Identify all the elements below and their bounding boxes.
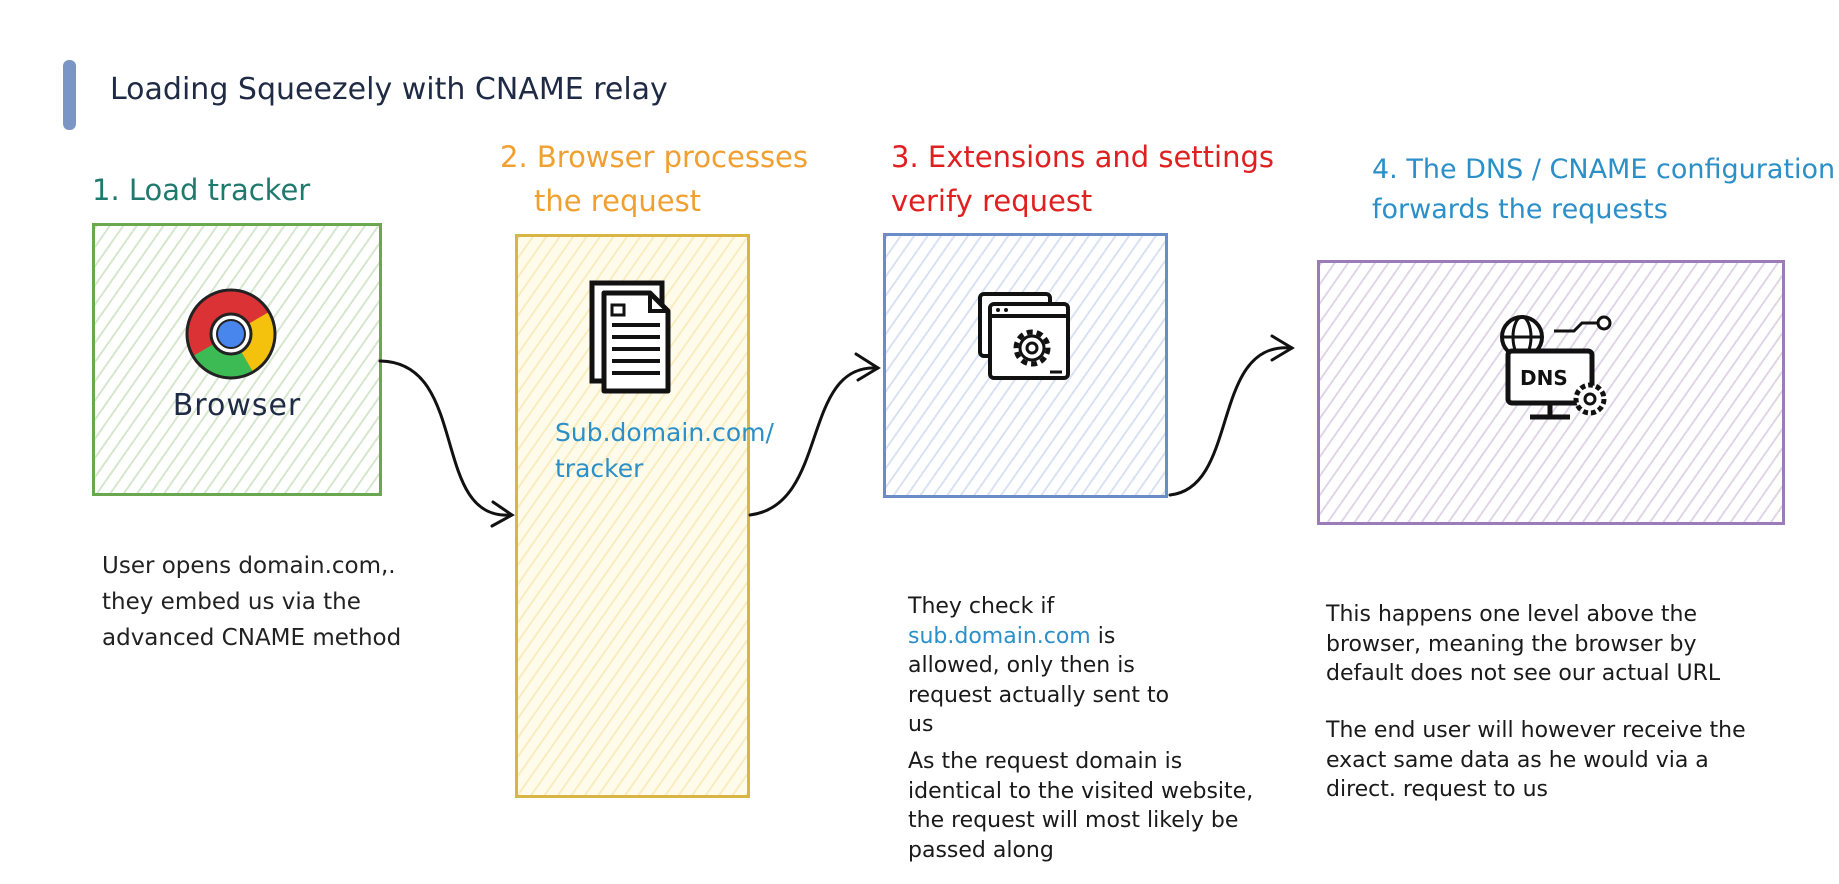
- step-1-note-line1: User opens domain.com,.: [102, 553, 396, 579]
- step-3-heading-line1: 3. Extensions and settings: [891, 140, 1275, 174]
- arrow-3: [1168, 346, 1294, 497]
- step-2-heading-line1: 2. Browser processes: [500, 140, 809, 174]
- dns-panel: DNS: [1317, 260, 1785, 525]
- step-3-note-link-suffix: is: [1090, 623, 1116, 649]
- arrow-2: [748, 366, 880, 517]
- step-4-heading-line1: 4. The DNS / CNAME configuration: [1372, 154, 1836, 185]
- dns-server-icon: DNS: [1500, 315, 1612, 420]
- step-1-note-line3: advanced CNAME method: [102, 625, 402, 651]
- arrow-1: [378, 359, 512, 517]
- step-3-note-b-line3: the request will most likely be: [908, 808, 1239, 833]
- step-4-note-b-line2: exact same data as he would via a: [1326, 747, 1709, 773]
- step-4-note-data: The end user will however receive the ex…: [1326, 716, 1746, 805]
- document-icon: [589, 280, 671, 394]
- step-1-heading-line1: 1. Load tracker: [92, 173, 311, 207]
- step-3-note-link-line: sub.domain.com is: [908, 622, 1169, 652]
- step-1-heading: 1. Load tracker: [92, 168, 310, 212]
- dns-icon-label: DNS: [1520, 366, 1568, 390]
- step-3-note-line4: request actually sent to: [908, 682, 1170, 708]
- step-1-note: User opens domain.com,. they embed us vi…: [102, 548, 401, 656]
- step-4-note-a-line2: browser, meaning the browser by: [1326, 631, 1697, 657]
- tracker-url: Sub.domain.com/ tracker: [555, 415, 774, 487]
- browser-label: Browser: [172, 388, 302, 423]
- browser-panel: Browser: [92, 223, 382, 496]
- step-4-note-a-line3: default does not see our actual URL: [1326, 661, 1721, 686]
- step-3-note-line3: allowed, only then is: [908, 653, 1135, 678]
- step-3-note-line5: us: [908, 712, 934, 737]
- subdomain-link: sub.domain.com: [908, 623, 1091, 649]
- step-3-note-check: They check if sub.domain.com is allowed,…: [908, 592, 1169, 740]
- tracker-url-line1: Sub.domain.com/: [555, 418, 774, 447]
- chrome-icon: [185, 288, 277, 380]
- step-2-heading: 2. Browser processes the request: [500, 135, 808, 223]
- step-4-note-b-line1: The end user will however receive the: [1326, 718, 1746, 743]
- step-3-note-prefix: They check if: [908, 594, 1055, 619]
- step-4-note-b-line3: direct. request to us: [1326, 777, 1548, 802]
- tracker-url-line2: tracker: [555, 454, 644, 483]
- verification-panel: [883, 233, 1168, 498]
- step-3-heading-line2: verify request: [891, 184, 1093, 218]
- step-3-note-b-line1: As the request domain is: [908, 749, 1183, 774]
- step-3-note-b-line2: identical to the visited website,: [908, 778, 1254, 804]
- step-4-note-a-line1: This happens one level above the: [1326, 602, 1698, 627]
- step-1-note-line2: they embed us via the: [102, 589, 361, 615]
- page-title: Loading Squeezely with CNAME relay: [110, 72, 668, 107]
- title-accent-bar: [63, 60, 76, 130]
- step-3-note-b-line4: passed along: [908, 837, 1054, 863]
- step-4-note-level: This happens one level above the browser…: [1326, 600, 1720, 689]
- step-2-heading-line2: the request: [534, 184, 702, 218]
- step-3-heading: 3. Extensions and settings verify reques…: [891, 135, 1274, 223]
- step-3-note-passthrough: As the request domain is identical to th…: [908, 747, 1253, 865]
- step-4-heading-line2: forwards the requests: [1372, 194, 1668, 225]
- settings-windows-icon: [978, 292, 1070, 380]
- processing-panel: Sub.domain.com/ tracker: [515, 234, 774, 798]
- step-4-heading: 4. The DNS / CNAME configuration forward…: [1372, 150, 1835, 230]
